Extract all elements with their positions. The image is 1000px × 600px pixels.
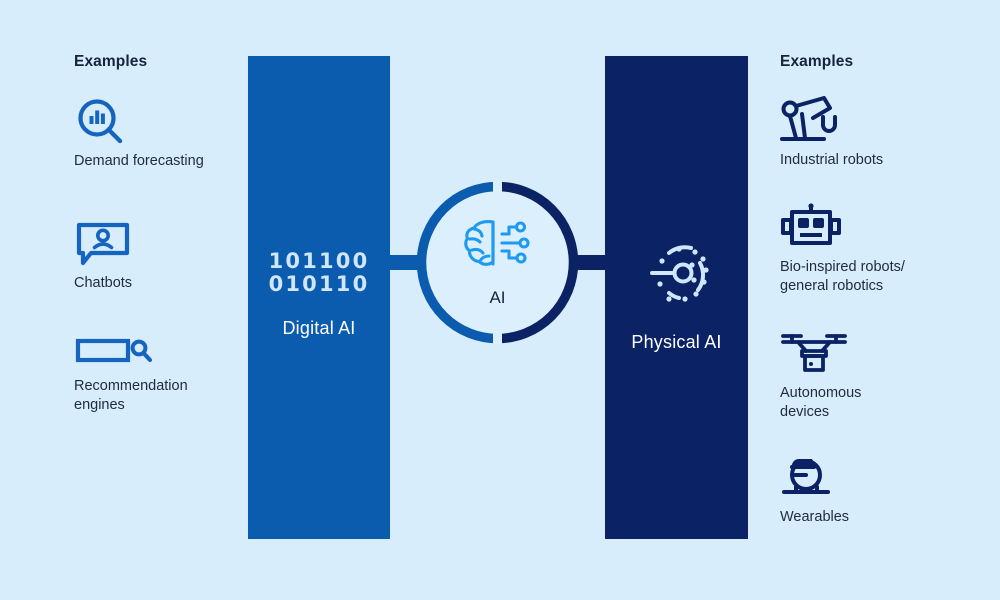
- example-label: Bio-inspired robots/ general robotics: [780, 259, 905, 294]
- example-item-wearables: Wearables: [780, 455, 995, 527]
- list-search-icon: [74, 334, 289, 370]
- chart-search-icon: [74, 97, 289, 145]
- digital-ai-pillar[interactable]: 101100 010110 Digital AI: [248, 56, 390, 539]
- example-label: Wearables: [780, 509, 850, 525]
- digital-ai-label: Digital AI: [282, 318, 356, 338]
- example-label: Industrial robots: [780, 152, 884, 168]
- binary-line-2: 010110: [268, 272, 370, 296]
- drone-icon: [780, 329, 995, 377]
- example-item-demand-forecasting: Demand forecasting: [74, 97, 289, 171]
- ai-hub[interactable]: AI: [416, 181, 579, 344]
- connector-hub-to-physical: [575, 255, 607, 270]
- example-label: Demand forecasting: [74, 153, 204, 169]
- right-examples-column: Examples: [780, 54, 1000, 88]
- example-item-chatbots: Chatbots: [74, 219, 289, 293]
- physical-ai-pillar[interactable]: Physical AI: [605, 56, 748, 539]
- example-item-bio-inspired-robots: Bio-inspired robots/ general robotics: [780, 203, 995, 296]
- ai-hub-label: AI: [489, 288, 506, 307]
- connector-digital-to-hub: [388, 255, 420, 270]
- example-label: Chatbots: [74, 275, 133, 291]
- chat-user-icon: [74, 219, 289, 267]
- physical-ai-label: Physical AI: [631, 331, 722, 352]
- right-examples-title: Examples: [780, 53, 854, 70]
- binary-line-1: 101100: [268, 249, 370, 273]
- brain-circuit-icon: [462, 217, 534, 274]
- robotic-arm-icon: [780, 96, 995, 144]
- example-item-recommendation-engines: Recommendation engines: [74, 334, 289, 415]
- left-examples-title: Examples: [74, 53, 148, 70]
- example-item-industrial-robots: Industrial robots: [780, 96, 995, 170]
- example-item-autonomous-devices: Autonomous devices: [780, 329, 995, 422]
- binary-code-icon: 101100 010110: [269, 250, 370, 296]
- robot-head-icon: [780, 203, 995, 251]
- example-label: Recommendation engines: [74, 378, 188, 413]
- sensor-radial-icon: [639, 237, 715, 314]
- example-label: Autonomous devices: [780, 385, 862, 420]
- wearable-device-icon: [780, 455, 995, 501]
- left-examples-column: Examples: [74, 54, 304, 88]
